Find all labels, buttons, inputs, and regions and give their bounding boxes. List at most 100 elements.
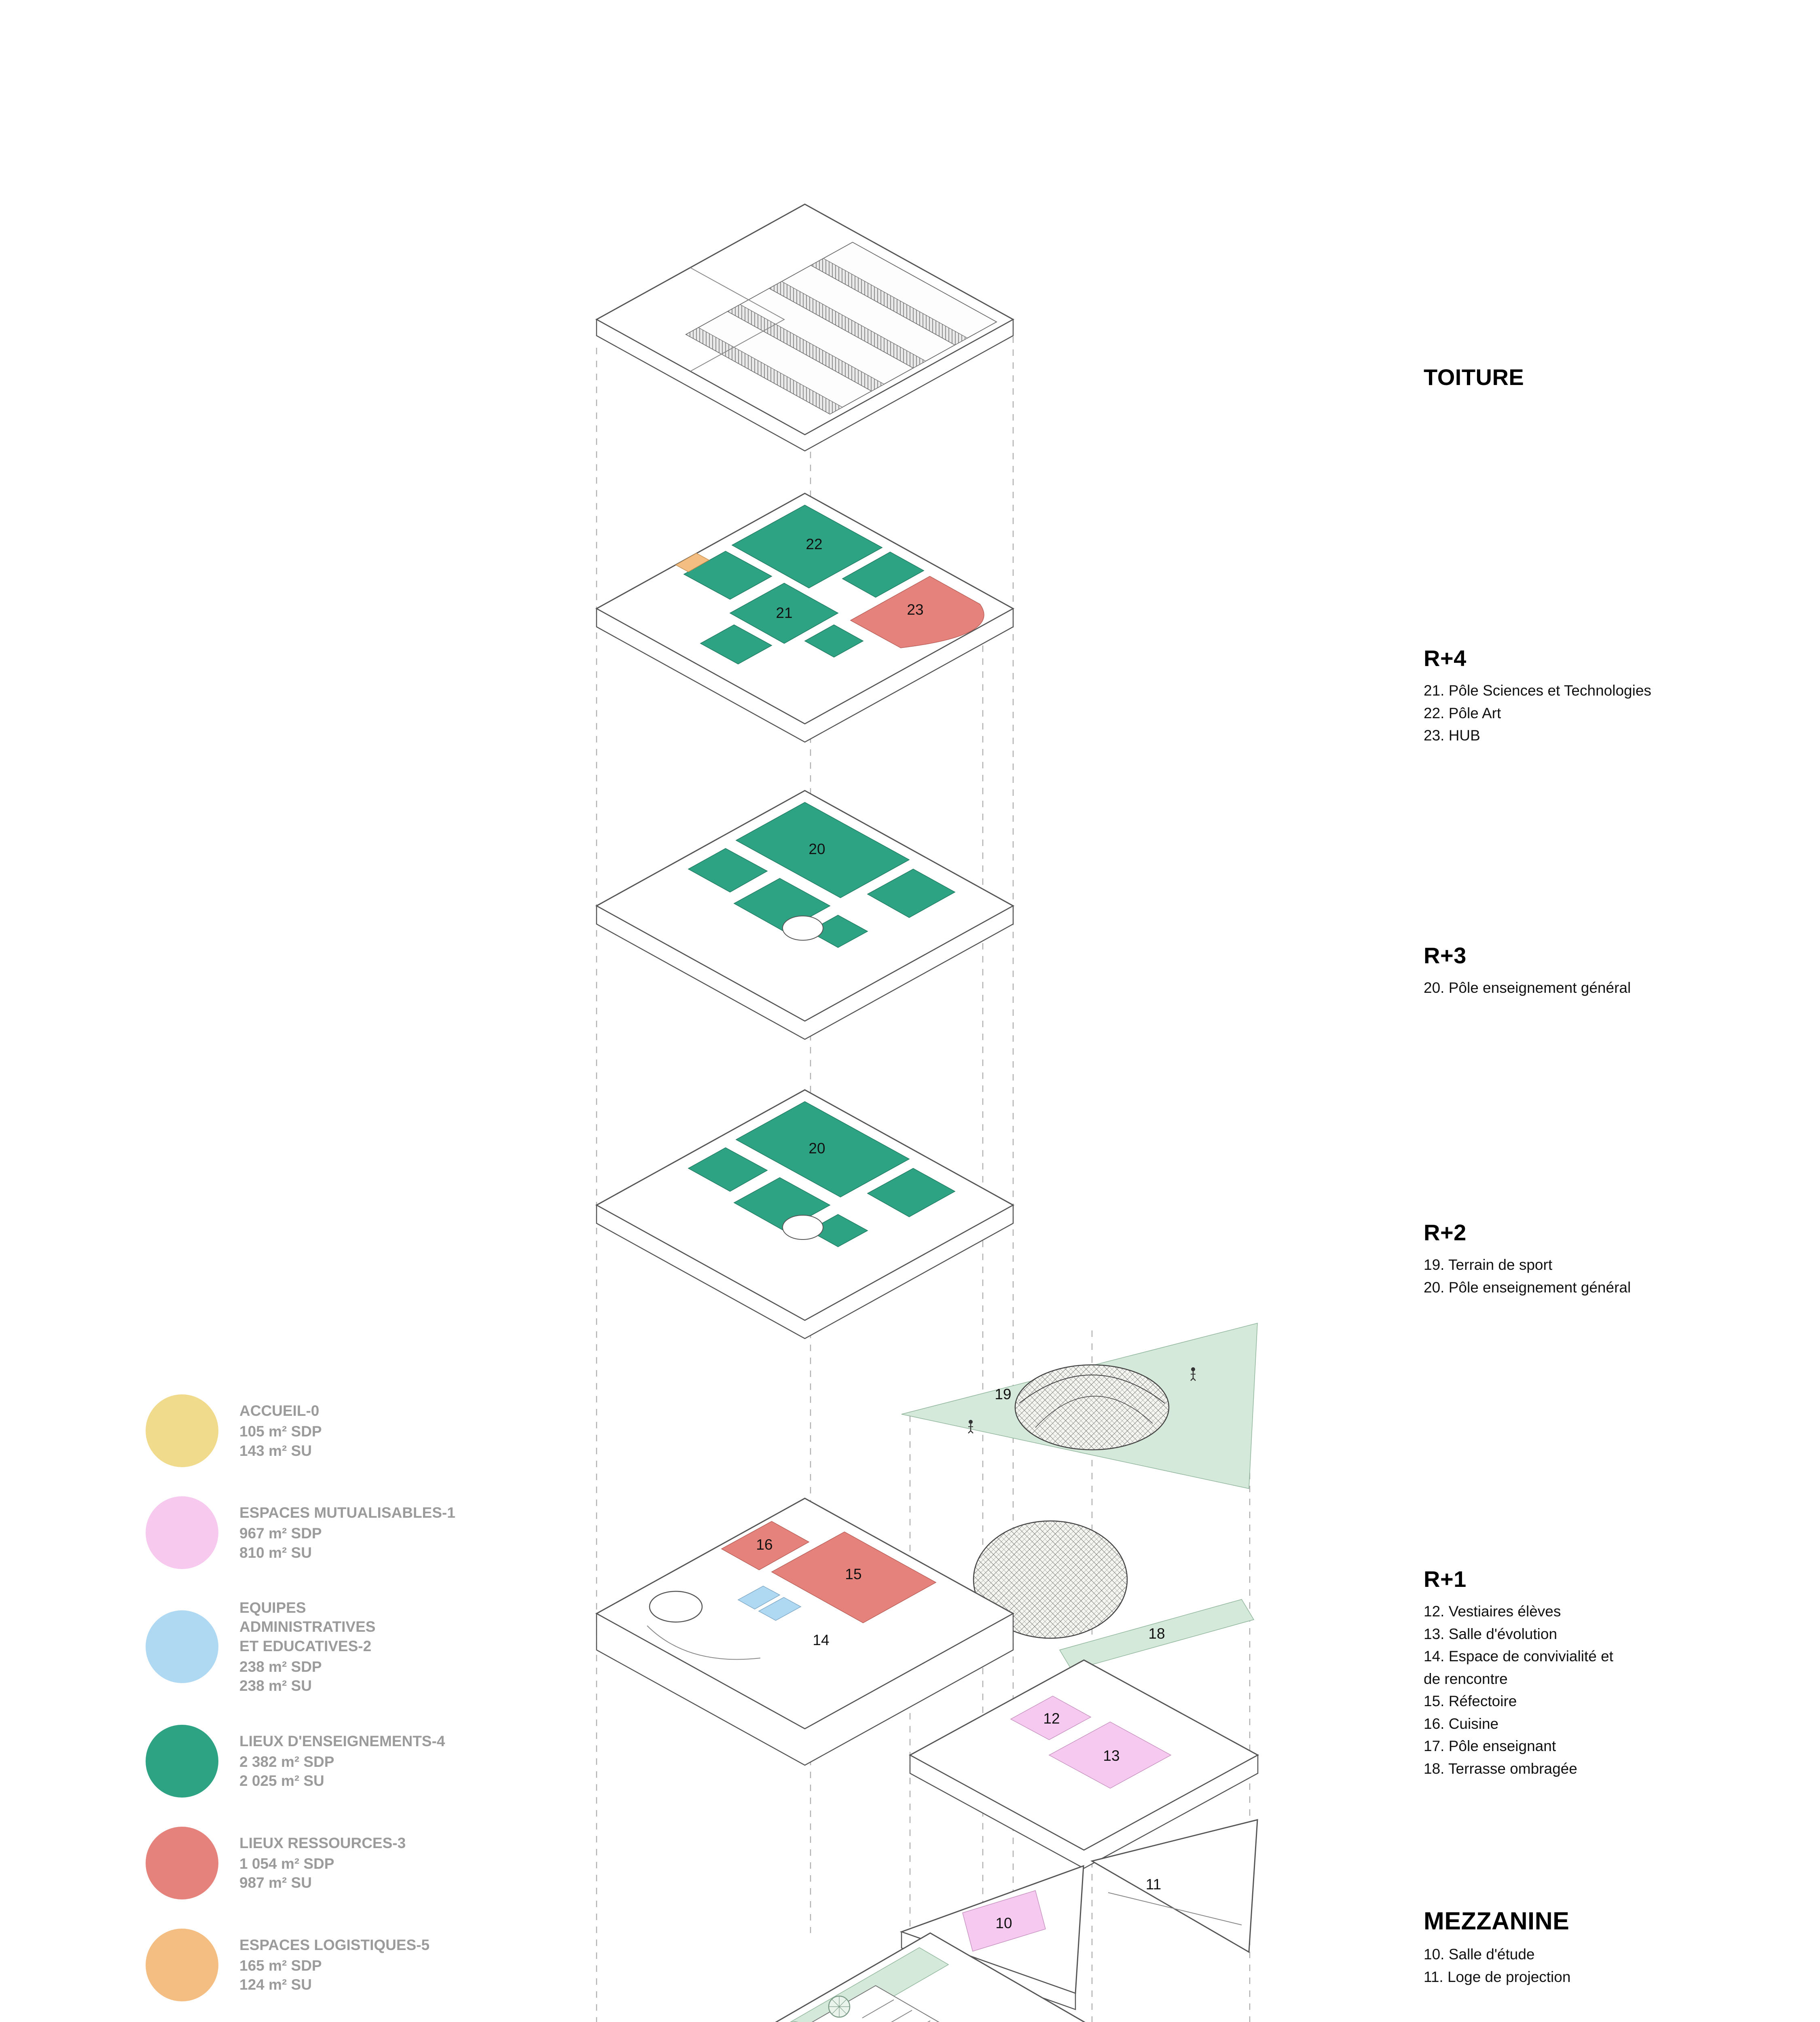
plan-number: 19 bbox=[995, 1386, 1011, 1402]
r3-stair-core bbox=[782, 916, 823, 941]
level-room-item: 20. Pôle enseignement général bbox=[1424, 979, 1631, 996]
legend-name: LIEUX D'ENSEIGNEMENTS-4 bbox=[239, 1732, 445, 1749]
floor-r1-wing: 12 13 bbox=[908, 1659, 1259, 1869]
legend-color-dot bbox=[146, 1724, 218, 1798]
level-heading: R+4 bbox=[1424, 645, 1467, 671]
legend-color-dot bbox=[146, 1928, 218, 2001]
roof-wing-edge bbox=[690, 267, 785, 372]
floor-r2: 20 bbox=[595, 1089, 1015, 1339]
r1-wall-band bbox=[596, 1612, 1014, 1766]
clerestory-glazing bbox=[685, 327, 843, 415]
legend-sdp: 238 m² SDP bbox=[239, 1658, 322, 1675]
r4-wall-band bbox=[596, 607, 1014, 743]
r1-spiral-stair bbox=[649, 1591, 703, 1623]
level-section-mezzanine: MEZZANINE 10. Salle d'étude 11. Loge de … bbox=[1424, 1907, 1715, 1988]
r4-hub-room bbox=[850, 576, 984, 648]
r2-teaching-room bbox=[735, 1101, 910, 1197]
legend-su: 810 m² SU bbox=[239, 1544, 312, 1561]
level-room-item: 14. Espace de convivialité et de rencont… bbox=[1424, 1648, 1613, 1687]
r1-cuisine-room bbox=[721, 1521, 810, 1570]
level-heading: MEZZANINE bbox=[1424, 1907, 1570, 1935]
legend-name: LIEUX RESSOURCES-3 bbox=[239, 1834, 406, 1851]
r2-teaching-room bbox=[688, 1147, 768, 1192]
r4-logistics-room bbox=[675, 553, 710, 572]
level-section-r4: R+4 21. Pôle Sciences et Technologies 22… bbox=[1424, 645, 1715, 747]
floor-r4: 22 21 23 bbox=[595, 493, 1015, 743]
legend-name: ESPACES LOGISTIQUES-5 bbox=[239, 1936, 430, 1953]
legend-sdp: 2 382 m² SDP bbox=[239, 1753, 334, 1770]
floor-roof bbox=[595, 203, 1015, 452]
level-room-item: 11. Loge de projection bbox=[1424, 1968, 1571, 1985]
r1-admin-room bbox=[737, 1586, 781, 1610]
clerestory-glazing bbox=[727, 304, 885, 391]
person-figure-icon bbox=[967, 1419, 974, 1434]
level-section-r3: R+3 20. Pôle enseignement général bbox=[1424, 942, 1715, 999]
legend-su: 124 m² SU bbox=[239, 1976, 312, 1993]
level-room-item: 17. Pôle enseignant bbox=[1424, 1738, 1556, 1754]
r1-vestiaires-room bbox=[1010, 1696, 1092, 1740]
dome-rib bbox=[1035, 1396, 1153, 1428]
plan-number: 11 bbox=[1146, 1876, 1161, 1893]
r3-teaching-room bbox=[688, 848, 768, 893]
r3-wall-band bbox=[596, 905, 1014, 1040]
legend-su: 238 m² SU bbox=[239, 1677, 312, 1694]
floor-r1: 16 15 14 18 bbox=[595, 1497, 1255, 1766]
level-room-item: 15. Réfectoire bbox=[1424, 1693, 1517, 1709]
r4-classroom bbox=[804, 624, 864, 658]
plan-number: 15 bbox=[845, 1566, 861, 1582]
plan-number: 20 bbox=[808, 1140, 825, 1157]
legend-item-ressources: LIEUX RESSOURCES-3 1 054 m² SDP 987 m² S… bbox=[146, 1826, 590, 1899]
r1-terrace-strip bbox=[1059, 1599, 1255, 1671]
woven-canopy bbox=[973, 1520, 1128, 1639]
legend-sdp: 1 054 m² SDP bbox=[239, 1855, 334, 1872]
plan-number: 10 bbox=[995, 1915, 1012, 1931]
r1-salle-evolution-room bbox=[1048, 1722, 1172, 1789]
legend-name: EQUIPES ADMINISTRATIVES ET EDUCATIVES-2 bbox=[239, 1599, 376, 1654]
plan-number: 21 bbox=[776, 605, 792, 621]
level-room-item: 22. Pôle Art bbox=[1424, 704, 1501, 721]
legend-item-equipes: EQUIPES ADMINISTRATIVES ET EDUCATIVES-2 … bbox=[146, 1598, 590, 1696]
legend-color-dot bbox=[146, 1826, 218, 1899]
legend-name: ACCUEIL-0 bbox=[239, 1402, 320, 1419]
level-heading: R+2 bbox=[1424, 1220, 1467, 1245]
plan-number: 18 bbox=[1148, 1625, 1165, 1642]
r4-sciences-room bbox=[729, 583, 839, 644]
r1-wing-wall-band bbox=[909, 1754, 1259, 1869]
level-heading: R+3 bbox=[1424, 943, 1467, 968]
legend-sdp: 165 m² SDP bbox=[239, 1957, 322, 1974]
plan-number: 16 bbox=[756, 1536, 772, 1553]
plan-number: 12 bbox=[1043, 1710, 1060, 1727]
dome-rib bbox=[1019, 1375, 1165, 1404]
legend-item-accueil: ACCUEIL-0 105 m² SDP 143 m² SU bbox=[146, 1394, 590, 1467]
level-room-item: 12. Vestiaires élèves bbox=[1424, 1603, 1561, 1620]
r1-admin-room bbox=[758, 1597, 802, 1621]
r1-refectoire-room bbox=[771, 1531, 937, 1623]
legend-name: ESPACES MUTUALISABLES-1 bbox=[239, 1504, 455, 1521]
level-room-item: 16. Cuisine bbox=[1424, 1715, 1499, 1732]
level-room-item: 13. Salle d'évolution bbox=[1424, 1625, 1558, 1642]
plan-number: 22 bbox=[806, 536, 822, 552]
legend-su: 2 025 m² SU bbox=[239, 1772, 324, 1789]
sport-field: 19 bbox=[901, 1323, 1258, 1489]
legend-color-dot bbox=[146, 1610, 218, 1684]
r2-teaching-room bbox=[867, 1168, 956, 1217]
rdc-plate bbox=[775, 1932, 1086, 2022]
r4-classroom bbox=[842, 552, 925, 598]
legend-su: 987 m² SU bbox=[239, 1874, 312, 1891]
r2-stair-core bbox=[782, 1215, 823, 1240]
plan-number: 14 bbox=[813, 1632, 829, 1648]
level-room-item: 19. Terrain de sport bbox=[1424, 1256, 1553, 1273]
level-room-item: 21. Pôle Sciences et Technologies bbox=[1424, 682, 1651, 699]
legend-color-dot bbox=[146, 1496, 218, 1569]
plan-number: 23 bbox=[907, 601, 923, 618]
r4-pole-art-room bbox=[731, 505, 883, 588]
level-room-item: 10. Salle d'étude bbox=[1424, 1946, 1535, 1963]
legend-item-enseignements: LIEUX D'ENSEIGNEMENTS-4 2 382 m² SDP 2 0… bbox=[146, 1724, 590, 1798]
legend-sdp: 105 m² SDP bbox=[239, 1423, 322, 1440]
legend-sdp: 967 m² SDP bbox=[239, 1525, 322, 1542]
floor-rdc: 8 9 7 5 4 3 6 1 2 bbox=[775, 1932, 1086, 2022]
level-section-toiture: TOITURE bbox=[1424, 364, 1715, 398]
level-room-item: 18. Terrasse ombragée bbox=[1424, 1760, 1577, 1777]
r4-classroom bbox=[700, 624, 772, 664]
